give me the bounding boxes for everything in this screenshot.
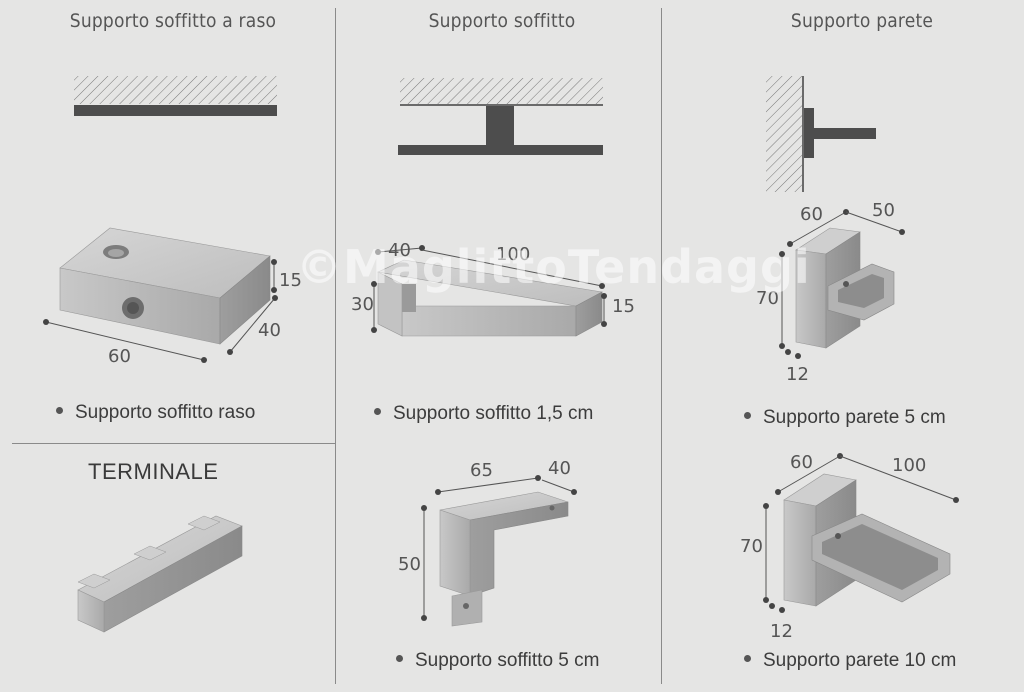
ceiling-flush-schematic-icon: [74, 76, 277, 116]
parete5-dim-a: 60: [800, 204, 823, 225]
column-divider-left: [335, 8, 336, 684]
product-parete-10-illustration: [763, 453, 959, 613]
bullet-icon: [744, 412, 751, 420]
parete5-dim-b: 50: [872, 200, 895, 221]
section-divider: [12, 443, 335, 444]
soffitto15-dim-a: 40: [388, 240, 411, 261]
terminale-illustration: [77, 515, 243, 633]
bullet-icon: [56, 407, 63, 415]
soffitto15-dim-b: 100: [496, 244, 531, 265]
terminale-heading: TERMINALE: [88, 459, 219, 484]
soffitto5-dim-a: 65: [470, 460, 493, 481]
soffitto5-caption: Supporto soffitto 5 cm: [396, 650, 599, 672]
watermark: ©MaglittoTendaggi: [296, 240, 811, 294]
product-parete-5-illustration: [779, 209, 905, 359]
raso-dim-width: 60: [108, 346, 131, 367]
soffitto5-dim-b: 40: [548, 458, 571, 479]
raso-dim-height: 15: [279, 270, 302, 291]
bullet-icon: [374, 408, 381, 416]
col1-title: Supporto soffitto a raso: [69, 10, 277, 32]
raso-caption: Supporto soffitto raso: [56, 402, 255, 424]
ceiling-spacer-schematic-icon: [398, 78, 603, 155]
raso-dim-depth: 40: [258, 320, 281, 341]
bullet-icon: [744, 655, 751, 663]
parete5-dim-d: 12: [786, 364, 809, 385]
soffitto15-dim-c: 30: [351, 294, 374, 315]
column-divider-right: [661, 8, 662, 684]
wall-schematic-icon: [766, 76, 876, 192]
parete10-dim-c: 70: [740, 536, 763, 557]
soffitto15-caption: Supporto soffitto 1,5 cm: [374, 403, 593, 425]
parete10-dim-a: 60: [790, 452, 813, 473]
parete5-caption: Supporto parete 5 cm: [744, 407, 946, 429]
col2-title: Supporto soffitto: [428, 10, 576, 32]
product-soffitto-5-illustration: [421, 475, 577, 627]
soffitto15-dim-d: 15: [612, 296, 635, 317]
parete10-dim-d: 12: [770, 621, 793, 642]
parete10-caption: Supporto parete 10 cm: [744, 650, 956, 672]
parete10-dim-b: 100: [892, 455, 927, 476]
bullet-icon: [396, 655, 403, 663]
col3-title: Supporto parete: [790, 10, 934, 32]
parete5-dim-c: 70: [756, 288, 779, 309]
product-soffitto-15-illustration: [371, 245, 607, 337]
soffitto5-dim-c: 50: [398, 554, 421, 575]
product-raso-illustration: [43, 227, 278, 363]
